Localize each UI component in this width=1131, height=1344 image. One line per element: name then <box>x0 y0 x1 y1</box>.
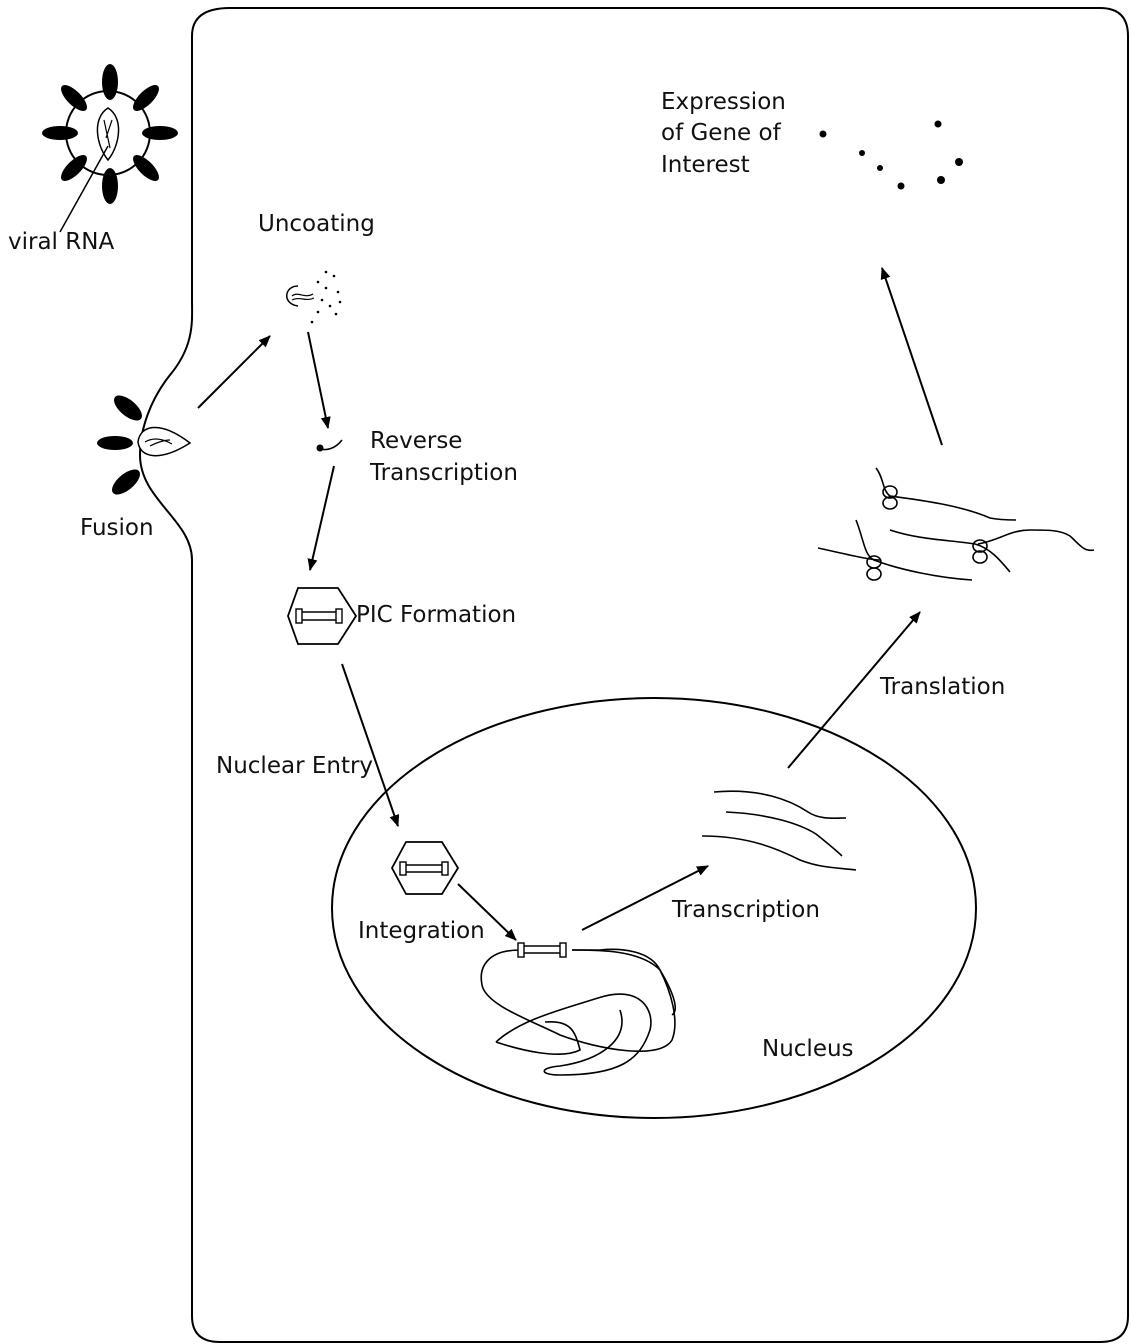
pic-complex-icon <box>288 588 356 644</box>
nuclear-entry-label: Nuclear Entry <box>216 750 373 782</box>
arrow-pic-to-nuclear-entry <box>342 664 398 826</box>
reverse-transcription-icon <box>317 440 343 452</box>
host-chromatin <box>481 943 675 1075</box>
uncoating-icon <box>287 271 342 324</box>
fusing-virus <box>97 391 190 499</box>
viral-rna-label: viral RNA <box>8 226 114 258</box>
virus-particle <box>42 64 178 204</box>
arrow-fusion-to-uncoating <box>198 336 270 408</box>
arrow-rt-to-pic <box>310 466 334 570</box>
transcription-label: Transcription <box>672 894 820 926</box>
expression-label-line3: Interest <box>661 149 750 181</box>
fusion-label: Fusion <box>80 512 154 544</box>
expression-label-line1: Expression <box>661 86 786 118</box>
uncoating-label: Uncoating <box>258 208 375 240</box>
pic-formation-label: PIC Formation <box>356 599 516 631</box>
reverse-transcription-label-line1: Reverse <box>370 425 462 457</box>
integration-label: Integration <box>358 915 485 947</box>
expression-label-line2: of Gene of <box>661 117 781 149</box>
arrow-uncoating-to-rt <box>308 332 328 428</box>
arrow-translation-to-expression <box>882 268 942 445</box>
translation-label: Translation <box>880 671 1005 703</box>
reverse-transcription-label-line2: Transcription <box>370 457 518 489</box>
pic-complex-nucleus-icon <box>392 842 458 894</box>
nucleus-outline <box>332 698 976 1118</box>
nucleus-label: Nucleus <box>762 1033 854 1065</box>
ribosomes-translation <box>818 468 1094 580</box>
expressed-protein-dots <box>820 121 964 190</box>
mrna-transcripts <box>702 791 856 870</box>
